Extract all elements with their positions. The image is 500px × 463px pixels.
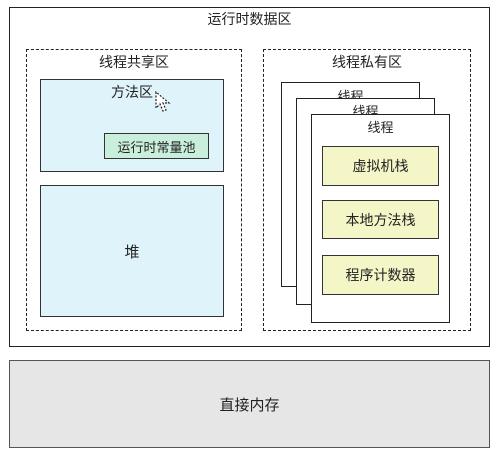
native-method-stack: 本地方法栈: [322, 200, 439, 239]
thread-private-area-title: 线程私有区: [332, 55, 402, 71]
jvm-stack: 虚拟机栈: [322, 146, 439, 186]
pointer-cursor-icon: [155, 91, 171, 112]
thread-shared-area-title: 线程共享区: [99, 55, 169, 71]
heap: 堆: [40, 185, 224, 317]
method-area-title: 方法区: [111, 85, 153, 101]
runtime-data-area-title: 运行时数据区: [207, 12, 292, 28]
thread-label: 线程: [367, 121, 394, 136]
runtime-constant-pool: 运行时常量池: [104, 133, 209, 159]
direct-memory: 直接内存: [9, 360, 490, 448]
program-counter: 程序计数器: [322, 255, 439, 295]
